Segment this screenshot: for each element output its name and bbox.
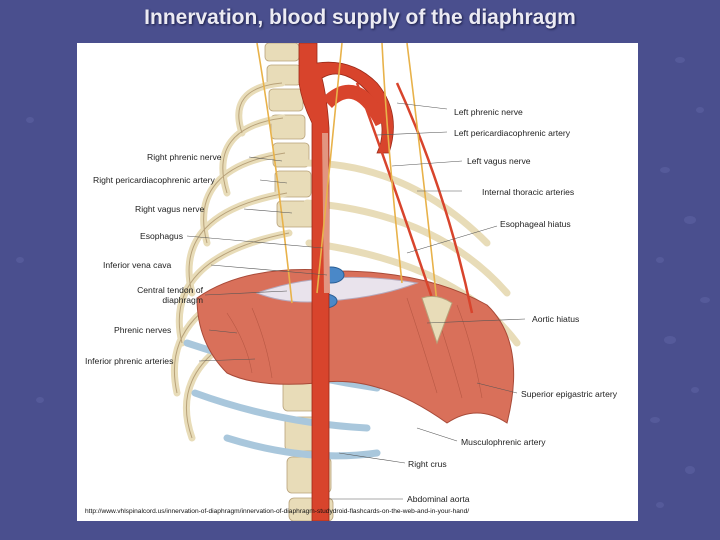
label-abdominal-aorta: Abdominal aorta	[407, 494, 470, 504]
label-musculophrenic-artery: Musculophrenic artery	[461, 437, 546, 447]
label-aortic-hiatus: Aortic hiatus	[532, 314, 580, 324]
label-esophagus: Esophagus	[140, 231, 184, 241]
label-right-phrenic-nerve: Right phrenic nerve	[147, 152, 222, 162]
leader-lines	[186, 102, 526, 500]
label-central-tendon-line2: diaphragm	[162, 295, 203, 305]
label-right-vagus-nerve: Right vagus nerve	[135, 204, 205, 214]
label-superior-epigastric-artery: Superior epigastric artery	[521, 389, 618, 399]
label-central-tendon: Central tendon of diaphragm	[97, 285, 203, 305]
label-inferior-vena-cava: Inferior vena cava	[103, 260, 172, 270]
muscle-fibers	[226, 297, 483, 399]
label-left-vagus-nerve: Left vagus nerve	[467, 156, 531, 166]
diaphragm-illustration: Right phrenic nerve Right pericardiacoph…	[77, 43, 638, 521]
label-right-pericardiacophrenic-artery: Right pericardiacophrenic artery	[93, 175, 215, 185]
label-right-crus: Right crus	[408, 459, 447, 469]
nerves	[256, 43, 438, 304]
label-internal-thoracic-arteries: Internal thoracic arteries	[482, 187, 575, 197]
source-url: http://www.vhlspinalcord.us/innervation-…	[85, 508, 470, 515]
anatomy-drawing	[170, 43, 526, 521]
label-phrenic-nerves: Phrenic nerves	[114, 325, 172, 335]
internal-thoracic-arteries	[355, 82, 474, 314]
label-inferior-phrenic-arteries: Inferior phrenic arteries	[85, 356, 174, 366]
aortic-arch	[322, 84, 389, 127]
slide-title: Innervation, blood supply of the diaphra…	[144, 6, 576, 29]
esophagus	[322, 132, 330, 294]
xiphoid-process	[421, 295, 453, 345]
label-central-tendon-line1: Central tendon of	[137, 285, 203, 295]
label-left-pericardiacophrenic-artery: Left pericardiacophrenic artery	[454, 128, 571, 138]
label-esophageal-hiatus: Esophageal hiatus	[500, 219, 571, 229]
label-left-phrenic-nerve: Left phrenic nerve	[454, 107, 523, 117]
